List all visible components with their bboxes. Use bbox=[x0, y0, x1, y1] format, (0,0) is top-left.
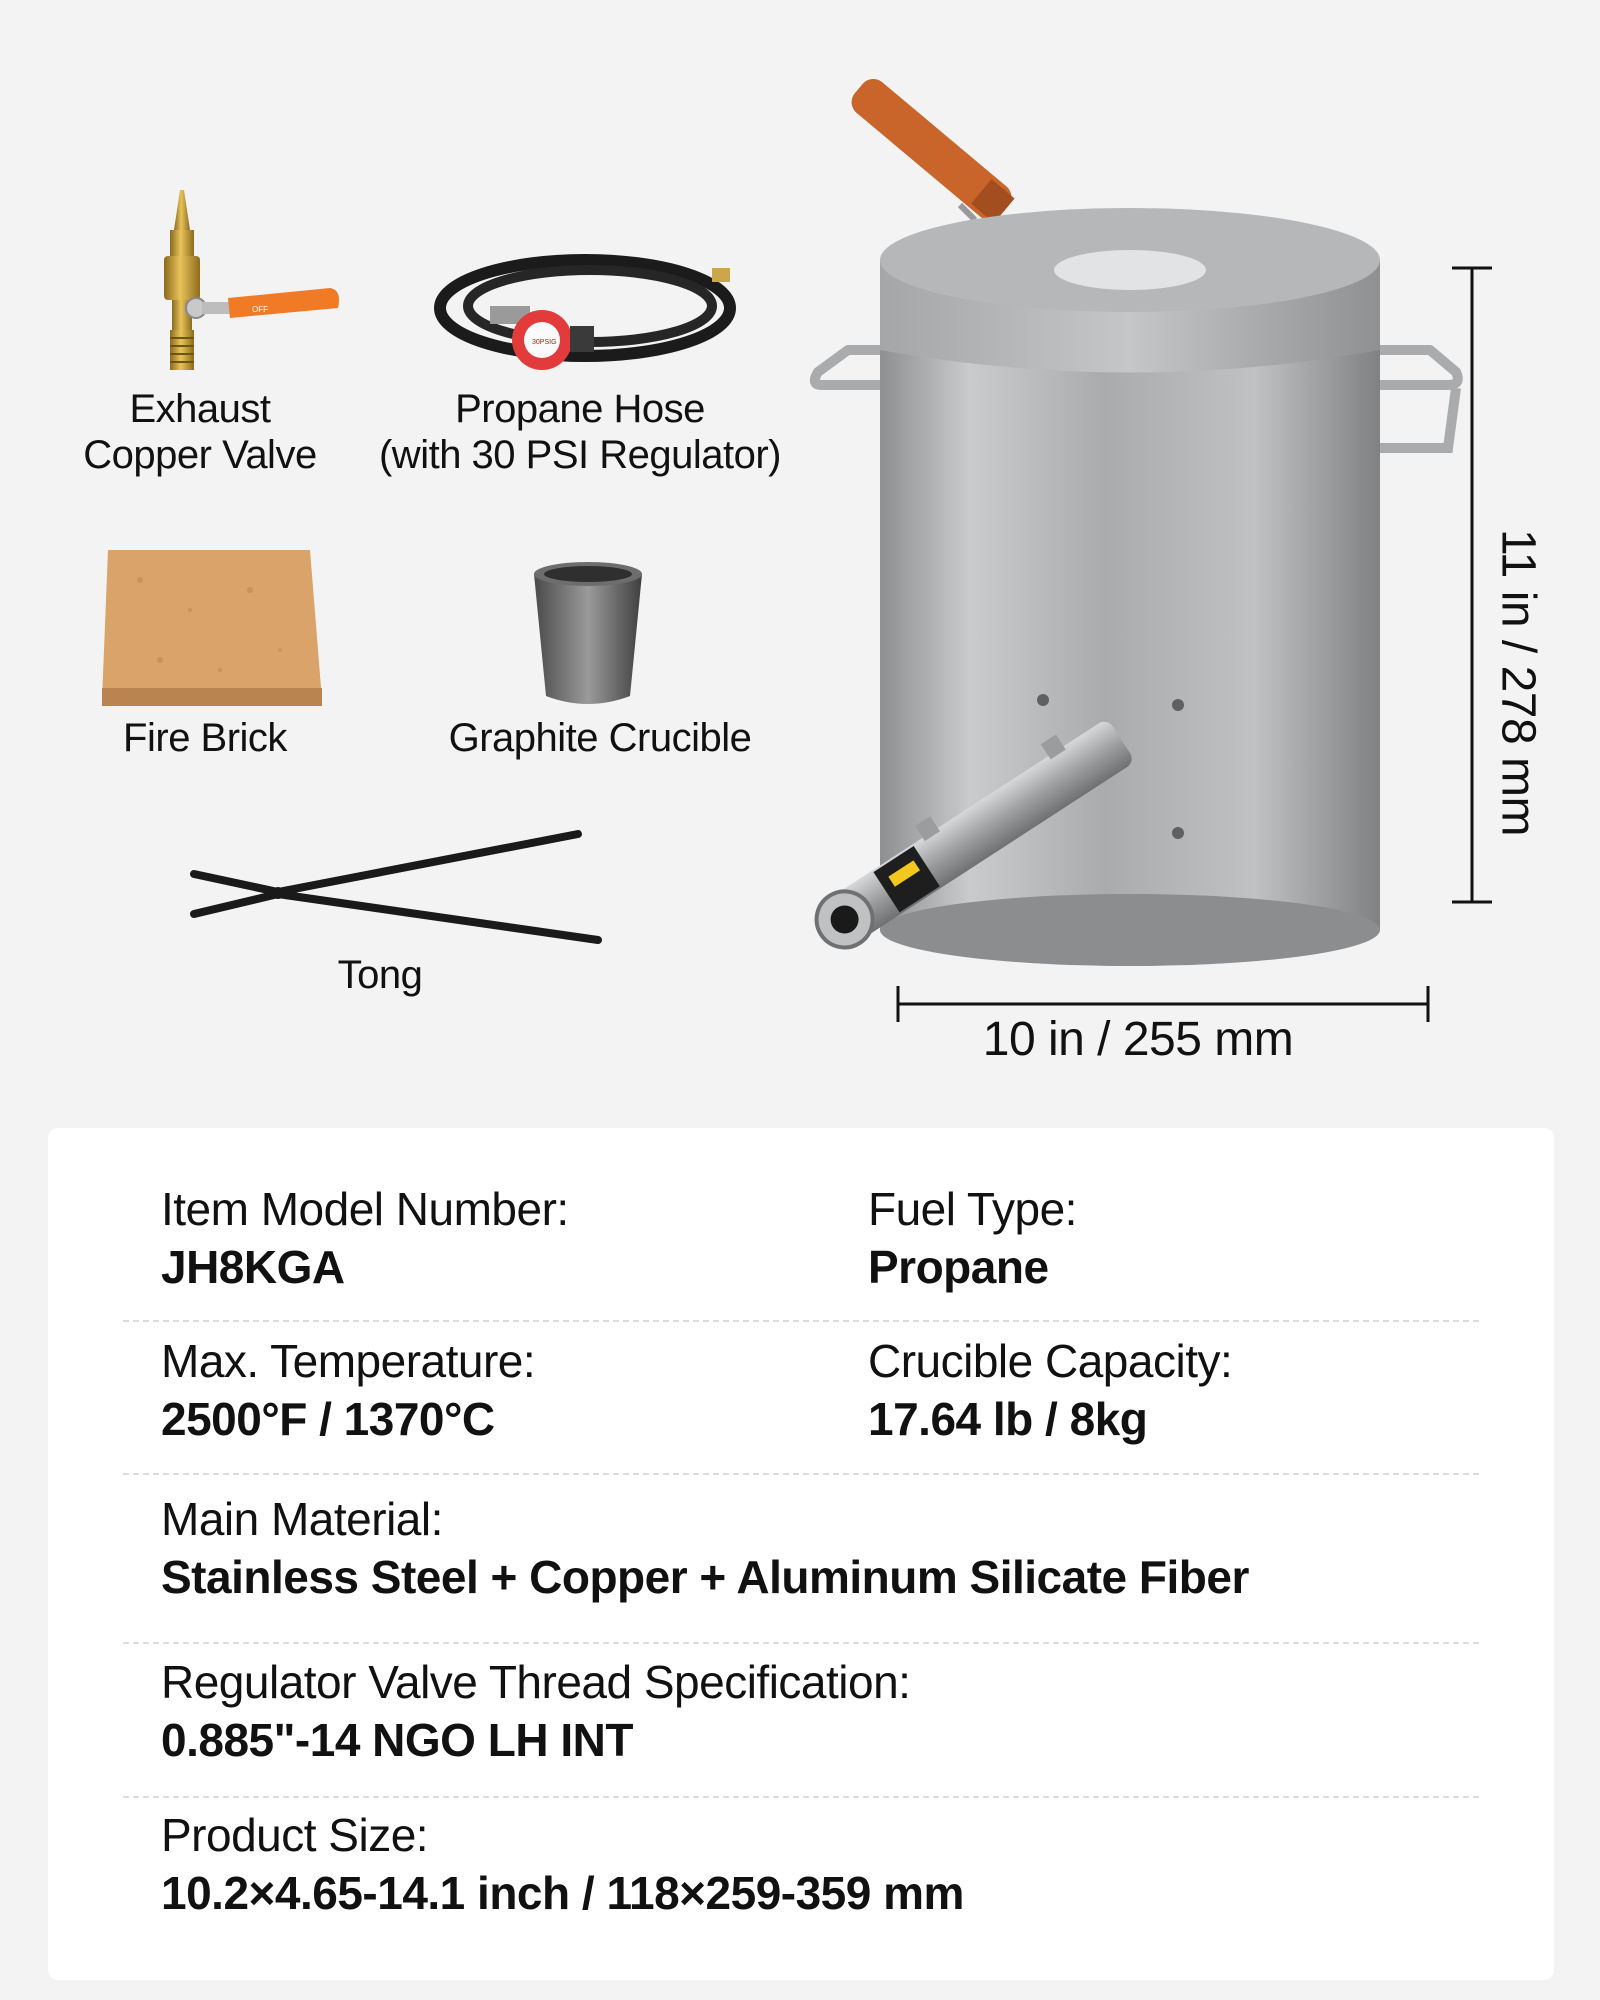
spec-card: Item Model Number: JH8KGA Fuel Type: Pro… bbox=[48, 1128, 1554, 1980]
thread-value: 0.885"-14 NGO LH INT bbox=[161, 1714, 633, 1766]
tong-label: Tong bbox=[337, 953, 423, 997]
width-dimension-label: 10 in / 255 mm bbox=[982, 1013, 1294, 1066]
capacity-spec: Crucible Capacity: 17.64 lb / 8kg bbox=[868, 1332, 1233, 1448]
divider bbox=[123, 1473, 1479, 1475]
size-value: 10.2×4.65-14.1 inch / 118×259-359 mm bbox=[161, 1867, 964, 1919]
model-value: JH8KGA bbox=[161, 1241, 345, 1293]
capacity-value: 17.64 lb / 8kg bbox=[868, 1393, 1148, 1445]
material-label: Main Material: bbox=[161, 1493, 443, 1545]
fuel-value: Propane bbox=[868, 1241, 1049, 1293]
temperature-value: 2500°F / 1370°C bbox=[161, 1393, 495, 1445]
divider bbox=[123, 1320, 1479, 1322]
temperature-label: Max. Temperature: bbox=[161, 1335, 536, 1387]
crucible-icon bbox=[534, 562, 642, 704]
graphite-crucible-label: Graphite Crucible bbox=[448, 716, 752, 760]
fuel-label: Fuel Type: bbox=[868, 1183, 1077, 1235]
model-spec: Item Model Number: JH8KGA bbox=[161, 1180, 569, 1296]
material-value: Stainless Steel + Copper + Aluminum Sili… bbox=[161, 1551, 1249, 1603]
model-label: Item Model Number: bbox=[161, 1183, 569, 1235]
regulator-mark: 30PSIG bbox=[532, 339, 557, 346]
temperature-spec: Max. Temperature: 2500°F / 1370°C bbox=[161, 1332, 536, 1448]
height-dimension-label: 11 in / 278 mm bbox=[1491, 529, 1545, 836]
divider bbox=[123, 1642, 1479, 1644]
svg-text:OFF: OFF bbox=[252, 305, 268, 314]
fire-brick-label: Fire Brick bbox=[123, 716, 287, 760]
fuel-spec: Fuel Type: Propane bbox=[868, 1180, 1077, 1296]
propane-hose-icon: 30PSIG bbox=[434, 254, 736, 370]
thread-label: Regulator Valve Thread Specification: bbox=[161, 1656, 911, 1708]
capacity-label: Crucible Capacity: bbox=[868, 1335, 1233, 1387]
fire-brick-icon bbox=[102, 550, 322, 706]
thread-spec: Regulator Valve Thread Specification: 0.… bbox=[161, 1653, 911, 1769]
size-label: Product Size: bbox=[161, 1809, 429, 1861]
size-spec: Product Size: 10.2×4.65-14.1 inch / 118×… bbox=[161, 1806, 964, 1922]
material-spec: Main Material: Stainless Steel + Copper … bbox=[161, 1490, 1249, 1606]
divider bbox=[123, 1796, 1479, 1798]
brass-valve-icon: OFF bbox=[164, 190, 339, 370]
furnace-icon bbox=[809, 78, 1492, 1022]
propane-hose-label: Propane Hose (with 30 PSI Regulator) bbox=[378, 387, 782, 477]
tong-icon bbox=[190, 830, 602, 944]
exhaust-valve-label: Exhaust Copper Valve bbox=[83, 387, 317, 477]
